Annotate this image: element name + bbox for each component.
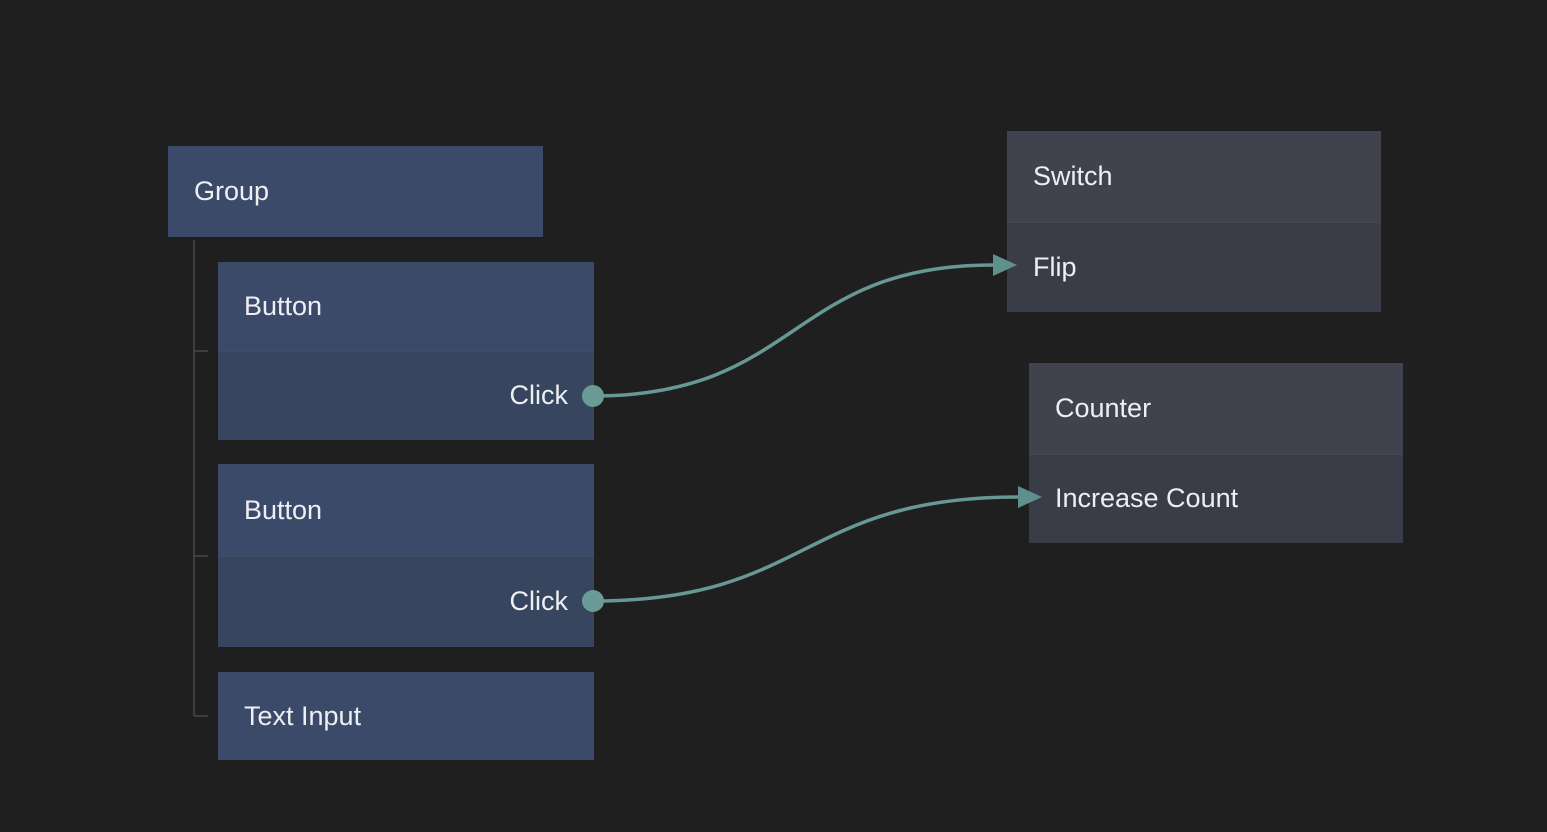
node-button-2-body: Click bbox=[218, 556, 594, 647]
node-button-1-header[interactable]: Button bbox=[218, 262, 594, 351]
node-group-title: Group bbox=[194, 176, 270, 206]
node-button-2-title: Button bbox=[244, 494, 323, 525]
node-button-2-header[interactable]: Button bbox=[218, 464, 594, 556]
node-button-1-title: Button bbox=[244, 291, 323, 321]
edge-button1-click-to-switch-flip[interactable] bbox=[592, 263, 994, 398]
node-switch-header[interactable]: Switch bbox=[1007, 131, 1381, 222]
node-button-1-body: Click bbox=[218, 351, 594, 440]
node-button-2-output-row-click[interactable]: Click bbox=[244, 586, 569, 617]
node-group[interactable]: Group bbox=[168, 146, 543, 237]
node-counter[interactable]: Counter Increase Count bbox=[1029, 363, 1403, 543]
output-port-label-click: Click bbox=[509, 380, 569, 410]
node-button-2[interactable]: Button Click bbox=[218, 464, 594, 647]
node-button-1[interactable]: Button Click bbox=[218, 262, 594, 440]
node-counter-input-row-increase-count[interactable]: Increase Count bbox=[1029, 454, 1403, 543]
node-button-1-output-row-click[interactable]: Click bbox=[244, 380, 569, 411]
group-tree-connector-line bbox=[193, 240, 208, 717]
node-text-input[interactable]: Text Input bbox=[218, 672, 594, 760]
input-port-label-increase-count: Increase Count bbox=[1055, 483, 1239, 513]
input-port-label-flip: Flip bbox=[1033, 251, 1077, 282]
node-switch-title: Switch bbox=[1033, 161, 1113, 191]
output-port-label-click: Click bbox=[509, 586, 569, 616]
node-switch[interactable]: Switch Flip bbox=[1007, 131, 1381, 312]
node-text-input-title: Text Input bbox=[244, 700, 362, 731]
node-text-input-header[interactable]: Text Input bbox=[218, 672, 594, 760]
node-group-header[interactable]: Group bbox=[168, 146, 543, 237]
node-counter-title: Counter bbox=[1055, 393, 1152, 423]
edge-button2-click-to-counter-increase-count[interactable] bbox=[592, 495, 1019, 603]
node-counter-header[interactable]: Counter bbox=[1029, 363, 1403, 454]
node-switch-input-row-flip[interactable]: Flip bbox=[1007, 222, 1381, 312]
